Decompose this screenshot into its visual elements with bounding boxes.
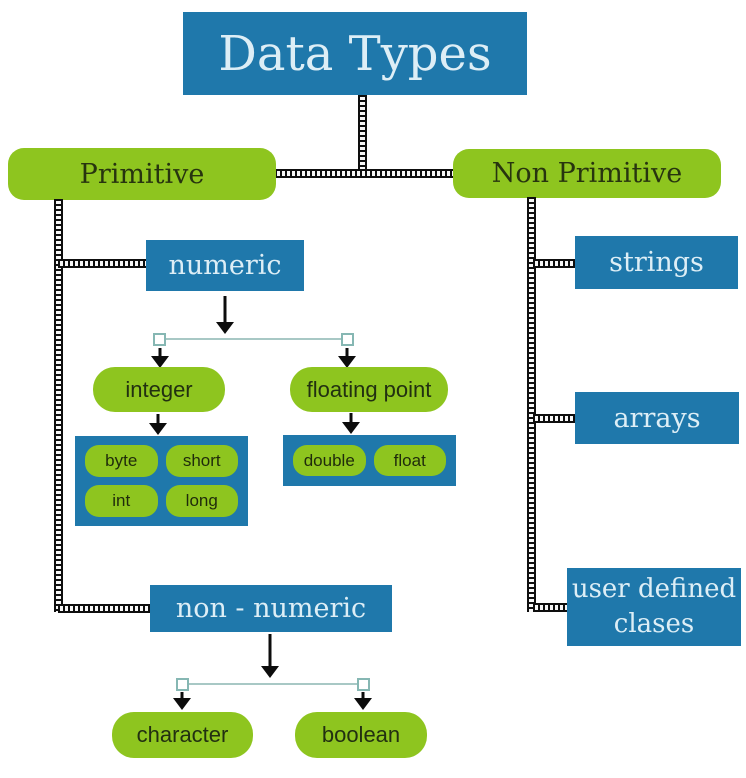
connector-branch-strings xyxy=(533,259,575,268)
arrow-numeric-to-split xyxy=(216,296,234,334)
node-non-primitive-label: Non Primitive xyxy=(491,158,683,189)
split-handle-left[interactable] xyxy=(176,678,189,691)
node-user-defined-classes: user defined clases xyxy=(567,568,741,646)
node-primitive-label: Primitive xyxy=(79,158,205,190)
node-non-numeric: non - numeric xyxy=(150,585,392,632)
arrow-stem xyxy=(349,413,353,424)
split-bar-non-numeric xyxy=(176,678,370,691)
node-data-types-label: Data Types xyxy=(218,25,492,82)
arrow-stem xyxy=(345,348,349,358)
arrow-head-icon xyxy=(216,322,234,334)
arrow-non-numeric-to-split xyxy=(261,634,279,678)
group-floating-point-types: double float xyxy=(283,435,456,486)
connector-branch-user-defined-classes xyxy=(533,603,567,612)
connector-title-trunk xyxy=(358,95,367,174)
connector-non-primitive-spine xyxy=(527,197,536,612)
arrow-stem xyxy=(156,414,160,425)
split-handle-right[interactable] xyxy=(341,333,354,346)
node-data-types: Data Types xyxy=(183,12,527,95)
split-line xyxy=(182,683,364,685)
node-integer-label: integer xyxy=(125,376,193,402)
arrow-head-icon xyxy=(173,698,191,710)
node-arrays: arrays xyxy=(575,392,739,444)
node-short: short xyxy=(165,445,238,477)
arrow-head-icon xyxy=(338,356,356,368)
arrow-head-icon xyxy=(342,422,360,434)
node-int-label: int xyxy=(112,491,131,510)
node-non-numeric-label: non - numeric xyxy=(175,593,367,624)
split-bar-numeric xyxy=(153,333,354,346)
group-integer-types: byte short int long xyxy=(75,436,248,526)
node-double-label: double xyxy=(303,450,355,470)
arrow-head-icon xyxy=(149,423,167,435)
connector-branch-numeric xyxy=(58,259,150,268)
arrow-floating-point-to-group xyxy=(342,413,360,434)
node-int: int xyxy=(85,485,158,517)
node-character-label: character xyxy=(136,722,229,747)
arrow-stem xyxy=(223,296,227,324)
node-character: character xyxy=(112,712,253,758)
arrow-stem xyxy=(268,634,272,668)
arrow-split-to-boolean xyxy=(354,692,372,710)
node-boolean: boolean xyxy=(295,712,427,758)
connector-primitive-nonprimitive xyxy=(275,169,457,178)
arrow-stem xyxy=(361,692,365,700)
node-boolean-label: boolean xyxy=(321,722,401,747)
node-arrays-label: arrays xyxy=(613,402,701,434)
arrow-split-to-floating-point xyxy=(338,348,356,368)
arrow-stem xyxy=(180,692,184,700)
arrow-head-icon xyxy=(151,356,169,368)
arrow-integer-to-group xyxy=(149,414,167,435)
split-handle-right[interactable] xyxy=(357,678,370,691)
connector-branch-non-numeric xyxy=(58,604,152,613)
node-strings: strings xyxy=(575,236,738,289)
node-short-label: short xyxy=(182,451,221,470)
arrow-head-icon xyxy=(261,666,279,678)
node-floating-point: floating point xyxy=(290,367,448,412)
node-floating-point-label: floating point xyxy=(306,376,432,402)
split-handle-left[interactable] xyxy=(153,333,166,346)
node-user-defined-classes-label: user defined clases xyxy=(571,573,737,639)
connector-primitive-spine xyxy=(54,199,63,612)
node-non-primitive: Non Primitive xyxy=(453,149,721,198)
node-byte-label: byte xyxy=(105,451,138,470)
node-byte: byte xyxy=(85,445,158,477)
split-line xyxy=(159,338,348,340)
node-primitive: Primitive xyxy=(8,148,276,200)
arrow-head-icon xyxy=(354,698,372,710)
node-double: double xyxy=(293,445,366,476)
node-strings-label: strings xyxy=(609,247,704,278)
node-long-label: long xyxy=(185,491,218,510)
node-numeric-label: numeric xyxy=(168,250,282,281)
node-long: long xyxy=(165,485,238,517)
arrow-split-to-integer xyxy=(151,348,169,368)
node-float: float xyxy=(373,445,446,476)
arrow-split-to-character xyxy=(173,692,191,710)
arrow-stem xyxy=(158,348,162,358)
connector-branch-arrays xyxy=(533,414,575,423)
node-integer: integer xyxy=(93,367,225,412)
node-numeric: numeric xyxy=(146,240,304,291)
node-float-label: float xyxy=(393,450,426,470)
